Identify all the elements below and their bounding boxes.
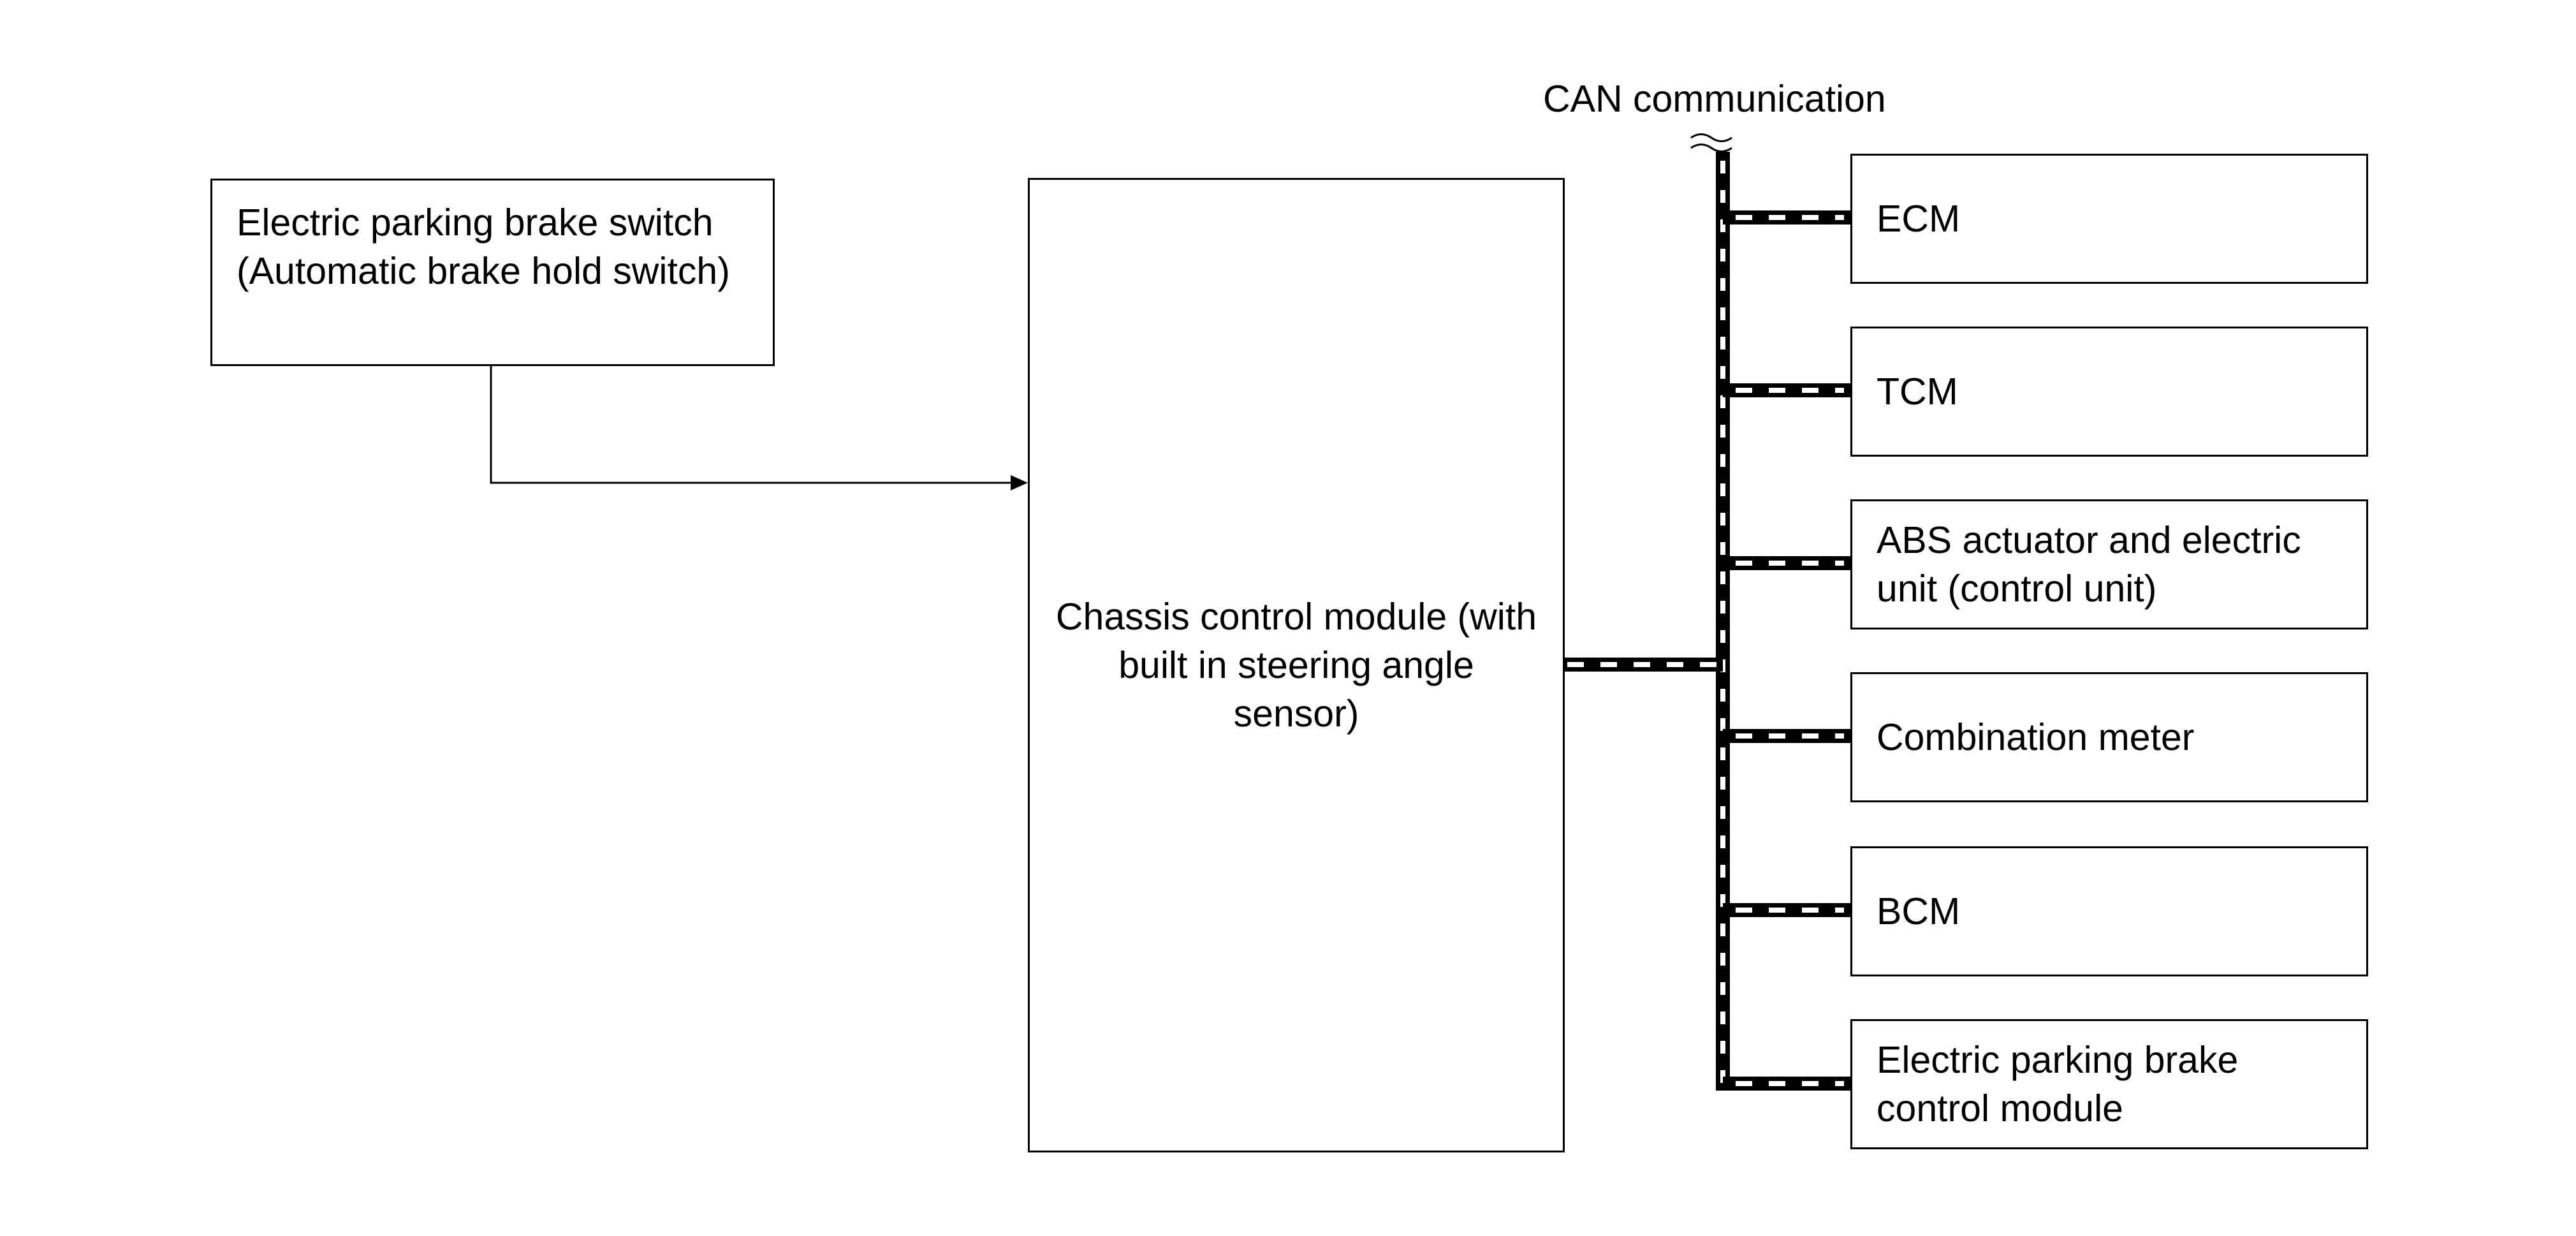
can-communication-label: CAN communication xyxy=(1543,78,1886,120)
switch-signal-line xyxy=(490,365,1014,484)
combination-meter-box: Combination meter xyxy=(1850,672,2368,802)
chassis-control-module-label: Chassis control module (with built in st… xyxy=(1055,596,1537,735)
ecm-label: ECM xyxy=(1877,198,1961,240)
electric-parking-brake-switch-box: Electric parking brake switch (Automatic… xyxy=(210,179,775,366)
switch-signal-arrowhead xyxy=(1011,475,1028,490)
bus-break-mark xyxy=(1690,133,1732,152)
bcm-label: BCM xyxy=(1877,890,1961,932)
abs-actuator-box: ABS actuator and electric unit (control … xyxy=(1850,499,2368,629)
electric-parking-brake-control-module-label: Electric parking brake control module xyxy=(1877,1039,2239,1129)
chassis-control-module-box: Chassis control module (with built in st… xyxy=(1028,178,1565,1152)
ecm-box: ECM xyxy=(1850,154,2368,284)
combination-meter-label: Combination meter xyxy=(1877,716,2195,758)
abs-actuator-label: ABS actuator and electric unit (control … xyxy=(1877,519,2301,610)
electric-parking-brake-control-module-box: Electric parking brake control module xyxy=(1850,1019,2368,1149)
tcm-box: TCM xyxy=(1850,327,2368,457)
electric-parking-brake-switch-label: Electric parking brake switch (Automatic… xyxy=(237,202,730,292)
tcm-label: TCM xyxy=(1877,371,1958,413)
bcm-box: BCM xyxy=(1850,846,2368,976)
